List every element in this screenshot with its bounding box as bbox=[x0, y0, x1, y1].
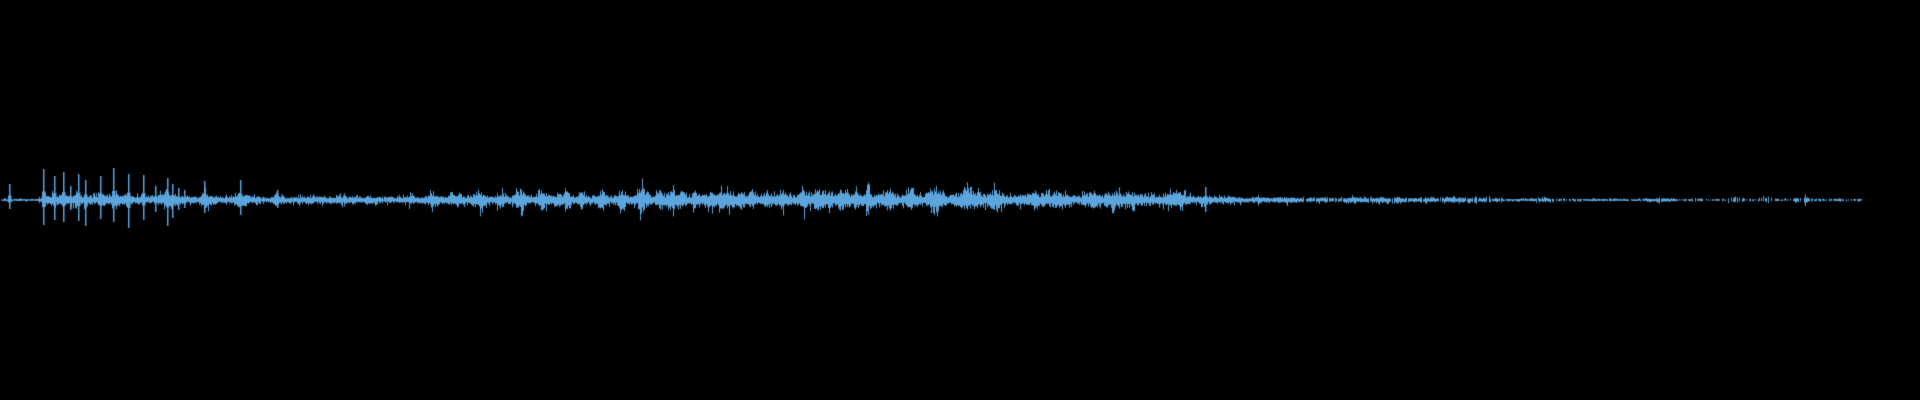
audio-waveform-canvas bbox=[0, 0, 1920, 400]
waveform-panel bbox=[0, 0, 1920, 400]
